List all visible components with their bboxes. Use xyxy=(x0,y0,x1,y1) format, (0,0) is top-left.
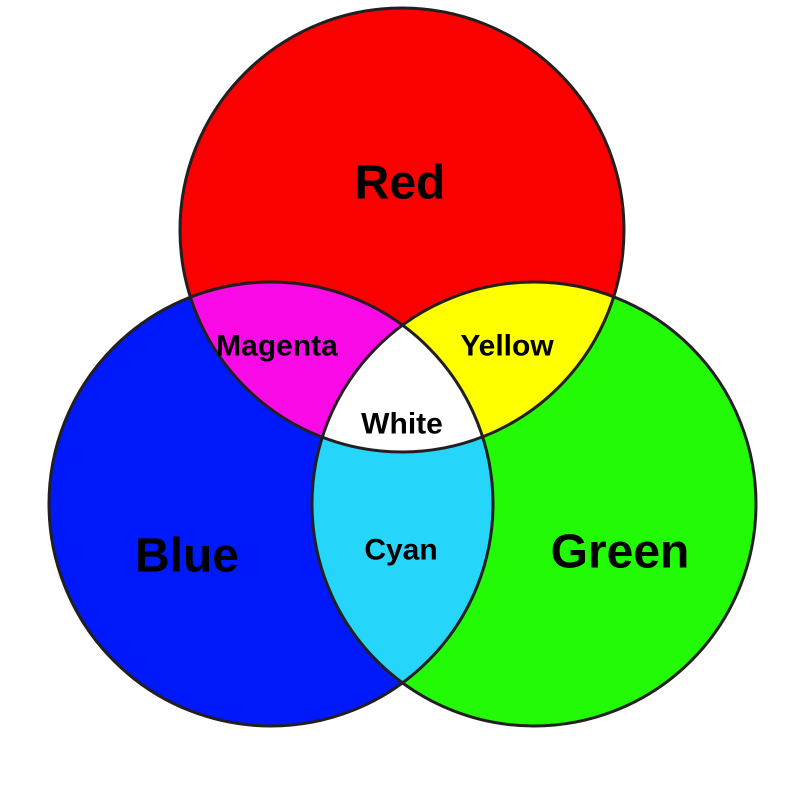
red-circle-outline xyxy=(178,6,626,454)
magenta-label: Magenta xyxy=(216,330,338,363)
blue-label: Blue xyxy=(135,530,239,583)
green-label: Green xyxy=(551,526,690,579)
red-label: Red xyxy=(355,157,446,210)
blue-circle-outline xyxy=(47,280,495,728)
cyan-label: Cyan xyxy=(364,534,437,567)
white-label: White xyxy=(361,408,443,441)
white-region xyxy=(312,282,493,452)
green-circle-outline xyxy=(310,280,758,728)
yellow-label: Yellow xyxy=(460,330,554,363)
